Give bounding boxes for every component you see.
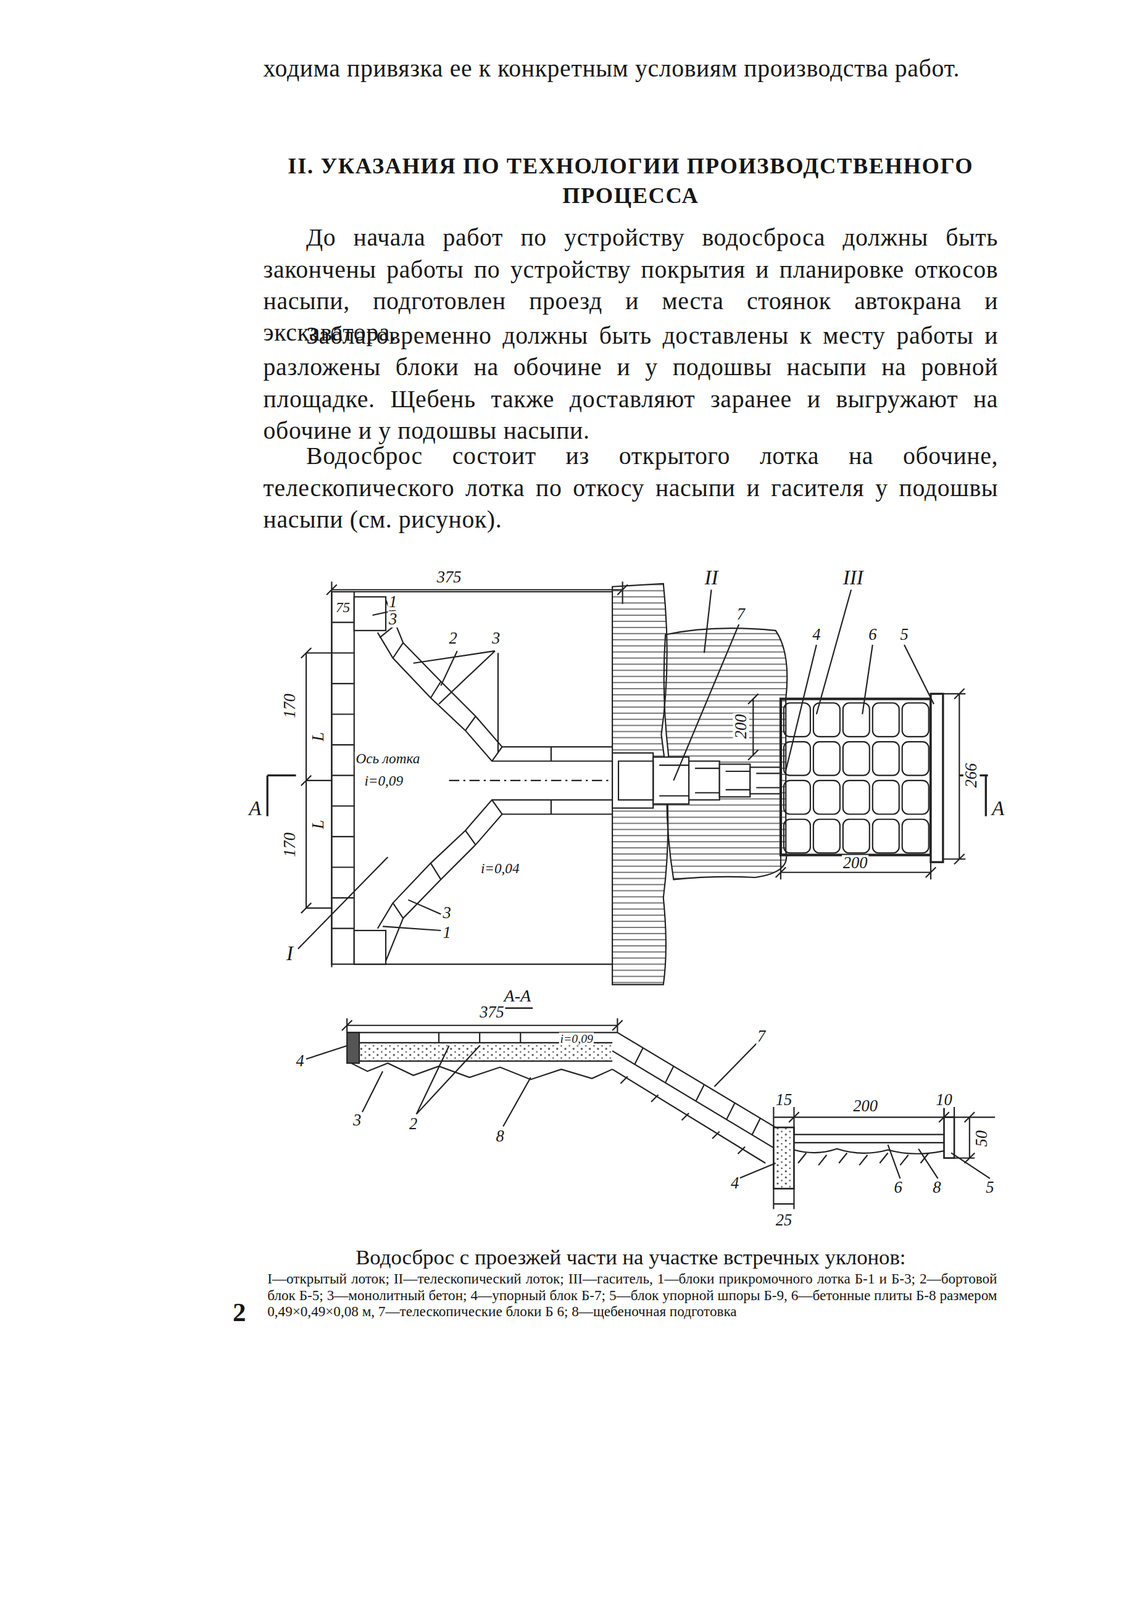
callout-number: 6 <box>893 1179 904 1196</box>
figure-caption: Водосброс с проезжей части на участке вс… <box>263 1244 999 1270</box>
callout-number: 2 <box>448 630 459 647</box>
dimension-label: 15 <box>774 1091 794 1108</box>
dimension-label: L <box>310 731 327 743</box>
dimension-label: 200 <box>732 713 749 741</box>
callout-number: 8 <box>495 1128 506 1145</box>
callout-number: 3 <box>441 905 453 922</box>
callout-number: 7 <box>735 606 747 623</box>
callout-number: 5 <box>899 626 910 643</box>
part-label: II <box>703 567 720 588</box>
axis-label: Ось лотка <box>354 752 421 767</box>
callout-number: 6 <box>867 626 878 643</box>
callout-number: 8 <box>931 1179 943 1196</box>
part-label: III <box>841 567 865 588</box>
dimension-label: 200 <box>852 1098 879 1115</box>
dimension-label: 10 <box>935 1091 954 1108</box>
part-label: I <box>285 943 294 964</box>
callout-number: 5 <box>985 1179 996 1196</box>
section-title: А-А <box>503 987 533 1005</box>
callout-number: 4 <box>811 626 823 643</box>
page-number: 2 <box>232 1298 246 1329</box>
dimension-label: L <box>310 819 327 831</box>
section-mark: А <box>990 798 1006 819</box>
body-text: Водосброс состоит из открытого лотка на … <box>263 440 999 536</box>
callout-number: 1 <box>441 924 453 941</box>
dimension-label: 50 <box>973 1129 990 1149</box>
dimension-label: 170 <box>281 693 298 720</box>
callout-number: 1 <box>387 593 399 610</box>
callout-number: 3 <box>490 630 502 647</box>
slope-label: i=0,09 <box>559 1032 595 1045</box>
legend-text: I—открытый лоток; II—телескопический лот… <box>267 1271 997 1321</box>
callout-number: 4 <box>729 1175 741 1192</box>
dimension-label: 75 <box>334 601 351 616</box>
body-text: Заблаговременно должны быть доставлены к… <box>263 320 999 447</box>
callout-number: 2 <box>407 1116 419 1133</box>
section-heading: II. УКАЗАНИЯ ПО ТЕХНОЛОГИИ ПРОИЗВОДСТВЕН… <box>263 151 999 211</box>
callout-number: 3 <box>351 1112 363 1129</box>
section-mark: А <box>248 798 263 819</box>
slope-label: i=0,04 <box>479 862 521 877</box>
slope-label: i=0,09 <box>363 774 405 789</box>
dimension-label: 375 <box>435 569 463 586</box>
dimension-label: 375 <box>478 1004 505 1021</box>
dimension-label: 200 <box>841 855 869 872</box>
callout-number: 7 <box>756 1028 767 1045</box>
body-text: ходима привязка ее к конкретным условиям… <box>263 53 999 85</box>
callout-number: 3 <box>387 611 399 628</box>
dimension-label: 170 <box>281 832 298 859</box>
callout-number: 4 <box>295 1052 306 1070</box>
dimension-label: 25 <box>774 1212 794 1229</box>
dimension-label: 266 <box>963 762 980 789</box>
